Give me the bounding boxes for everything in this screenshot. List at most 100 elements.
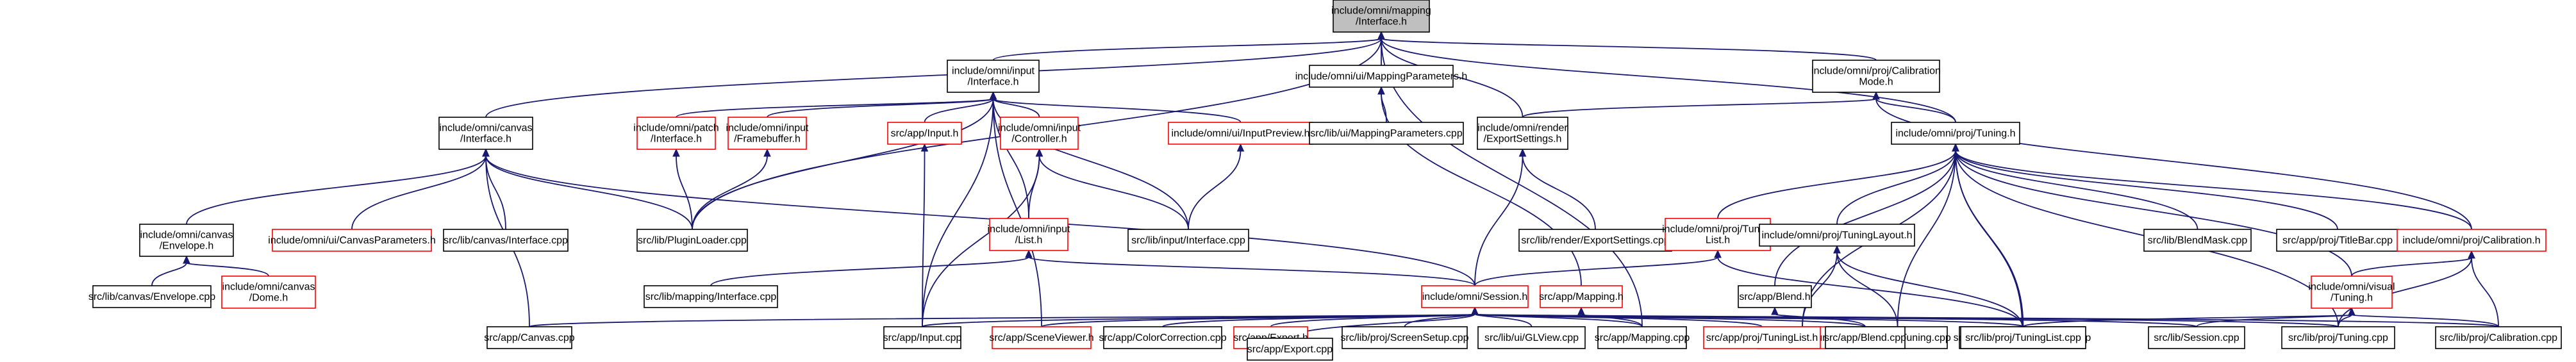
node-titlebar-cpp[interactable]: src/app/proj/TitleBar.cpp [2276, 229, 2399, 252]
node-lib-tuning-list-cpp[interactable]: src/lib/proj/TuningList.cpp [1960, 326, 2086, 349]
node-blend-mask-cpp[interactable]: src/lib/BlendMask.cpp [2143, 229, 2252, 252]
node-canvas-iface-cpp[interactable]: src/lib/canvas/Interface.cpp [443, 229, 569, 252]
node-label: src/lib/ui/GLView.cpp [1484, 333, 1579, 343]
node-app-input-cpp[interactable]: src/app/Input.cpp [883, 326, 962, 349]
node-app-blend-cpp[interactable]: src/app/Blend.cpp [1824, 326, 1906, 349]
node-app-export-cpp[interactable]: src/app/Export.cpp [1247, 338, 1333, 361]
edge-calib_mode_h-to-root [1377, 31, 1877, 61]
node-label: src/app/Mapping.cpp [1595, 333, 1690, 343]
node-dome-h: include/omni/canvas/Dome.h [221, 276, 316, 309]
node-label: src/lib/proj/ScreenSetup.cpp [1340, 333, 1468, 343]
edge-lib_calibration_cpp-to-visual_tuning_h [2348, 307, 2499, 327]
node-label: /Interface.h [460, 134, 511, 145]
node-label: List.h [1706, 235, 1730, 246]
node-tuning-h[interactable]: include/omni/proj/Tuning.h [1891, 122, 2020, 145]
node-label: /Envelope.h [160, 241, 214, 252]
node-root: include/omni/mapping/Interface.h [1331, 0, 1431, 33]
node-label: include/omni/proj/Calibration.h [2402, 235, 2540, 246]
edge-plugin_loader_cpp-to-framebuffer_h [692, 148, 771, 230]
node-input-preview-h: include/omni/ui/InputPreview.h [1168, 122, 1313, 145]
edge-patch_h-to-input_h [676, 91, 997, 118]
node-label: src/app/SceneViewer.h [989, 333, 1093, 343]
node-label: /Controller.h [1011, 134, 1067, 145]
node-label: src/lib/input/Interface.cpp [1131, 235, 1245, 246]
node-label: /Framebuffer.h [734, 134, 801, 145]
node-label: src/app/proj/TitleBar.cpp [2282, 235, 2393, 246]
node-input-h[interactable]: include/omni/input/Interface.h [947, 60, 1040, 93]
node-label: src/app/Input.h [891, 128, 959, 139]
node-label: src/app/ColorCorrection.cpp [1099, 333, 1226, 343]
node-label: src/app/Input.cpp [883, 333, 962, 343]
node-label: /ExportSettings.h [1484, 134, 1562, 145]
node-session-h: include/omni/Session.h [1421, 285, 1529, 308]
node-lib-session-cpp[interactable]: src/lib/Session.cpp [2148, 326, 2245, 349]
node-label: src/lib/Session.cpp [2154, 333, 2239, 343]
edge-lib_tuning_list_cpp-to-visual_tuning_h [2022, 307, 2356, 327]
edge-session_h-to-tuning_list_h [1474, 249, 1722, 286]
edge-app_blend_cpp-to-app_blend_h [1771, 306, 1866, 327]
node-app-canvas-cpp[interactable]: src/app/Canvas.cpp [484, 326, 575, 349]
node-label: include/omni/patch [633, 123, 719, 134]
node-label: include/omni/canvas [440, 123, 533, 134]
node-label: src/lib/proj/Calibration.cpp [2439, 333, 2557, 343]
node-scene-viewer-h: src/app/SceneViewer.h [989, 326, 1094, 349]
edge-input_iface_cpp-to-input_controller_h [1035, 148, 1189, 230]
node-label: include/omni/render [1477, 123, 1568, 134]
node-label: include/omni/ui/CanvasParameters.h [268, 235, 435, 246]
node-mapping-params-h[interactable]: include/omni/ui/MappingParameters.h [1295, 65, 1468, 88]
node-label: include/omni/mapping [1331, 6, 1431, 17]
node-label: /Dome.h [249, 293, 288, 304]
edge-tuning_list_h-to-tuning_h [1717, 143, 1959, 219]
node-input-list-h: include/omni/input/List.h [988, 218, 1071, 251]
node-glview-cpp[interactable]: src/lib/ui/GLView.cpp [1477, 326, 1586, 349]
node-label: include/omni/input [952, 66, 1035, 77]
edge-app_proj_tuning_layout_cpp-to-tuning_layout_h [1833, 245, 2023, 327]
node-envelope-cpp[interactable]: src/lib/canvas/Envelope.cpp [88, 285, 215, 308]
node-framebuffer-h: include/omni/input/Framebuffer.h [726, 117, 809, 150]
node-label: Mode.h [1859, 77, 1893, 88]
node-label: include/omni/canvas [140, 230, 233, 241]
edge-lib_calibration_cpp-to-calibration_h [2468, 250, 2499, 327]
edge-lib_tuning_cpp-to-calibration_h [2338, 250, 2475, 327]
node-screen-setup-cpp[interactable]: src/lib/proj/ScreenSetup.cpp [1340, 326, 1469, 349]
node-plugin-loader-cpp[interactable]: src/lib/PluginLoader.cpp [636, 229, 748, 252]
edge-lib_tuning_list_cpp-to-tuning_h [1952, 143, 2024, 327]
node-export-settings-cpp[interactable]: src/lib/render/ExportSettings.cpp [1518, 229, 1672, 252]
edge-blend_mask_cpp-to-tuning_h [1952, 143, 2198, 230]
node-lib-tuning-cpp[interactable]: src/lib/proj/Tuning.cpp [2281, 326, 2395, 349]
node-label: include/omni/input [988, 224, 1071, 235]
node-app-blend-h[interactable]: src/app/Blend.h [1738, 285, 1812, 308]
node-label: include/omni/input [998, 123, 1081, 134]
node-label: /Interface.h [967, 77, 1018, 88]
node-label: src/lib/proj/TuningList.cpp [1965, 333, 2081, 343]
edge-envelope_cpp-to-envelope_h [151, 255, 190, 286]
node-input-controller-h: include/omni/input/Controller.h [998, 117, 1081, 150]
node-label: src/app/proj/TuningList.h [1706, 333, 1818, 343]
node-canvas-h[interactable]: include/omni/canvas/Interface.h [438, 117, 533, 150]
node-app-mapping-cpp[interactable]: src/app/Mapping.cpp [1595, 326, 1690, 349]
node-color-correction-cpp[interactable]: src/app/ColorCorrection.cpp [1099, 326, 1227, 349]
node-label: /Tuning.h [2331, 293, 2373, 304]
node-export-settings-h[interactable]: include/omni/render/ExportSettings.h [1477, 117, 1568, 150]
node-tuning-layout-h[interactable]: include/omni/proj/TuningLayout.h [1759, 224, 1915, 247]
nodes-layer: include/omni/mapping/Interface.hinclude/… [88, 0, 2562, 361]
edge-calibration_h-to-tuning_h [1952, 143, 2472, 230]
node-label: src/lib/BlendMask.cpp [2148, 235, 2248, 246]
node-tuning-list-h: include/omni/proj/TuningList.h [1662, 218, 1774, 251]
node-label: src/lib/mapping/Interface.cpp [645, 292, 777, 302]
node-mapping-params-cpp[interactable]: src/lib/ui/MappingParameters.cpp [1309, 122, 1464, 145]
edge-session_h-to-canvas_h [482, 148, 1475, 286]
edge-plugin_loader_cpp-to-canvas_h [482, 148, 693, 230]
edge-session_h-to-export_settings_h [1474, 148, 1527, 286]
node-label: src/lib/proj/Tuning.cpp [2288, 333, 2388, 343]
node-input-iface-cpp[interactable]: src/lib/input/Interface.cpp [1127, 229, 1249, 252]
node-label: /List.h [1015, 235, 1043, 246]
node-label: src/app/Blend.h [1739, 292, 1810, 302]
node-label: include/omni/ui/MappingParameters.h [1295, 71, 1468, 82]
edge-app_input_cpp-to-input_controller_h [922, 148, 1043, 327]
edge-input_iface_cpp-to-input_preview_h [1188, 143, 1245, 230]
node-lib-calibration-cpp[interactable]: src/lib/proj/Calibration.cpp [2435, 326, 2562, 349]
node-mapping-iface-cpp[interactable]: src/lib/mapping/Interface.cpp [644, 285, 778, 308]
node-envelope-h[interactable]: include/omni/canvas/Envelope.h [139, 224, 234, 257]
